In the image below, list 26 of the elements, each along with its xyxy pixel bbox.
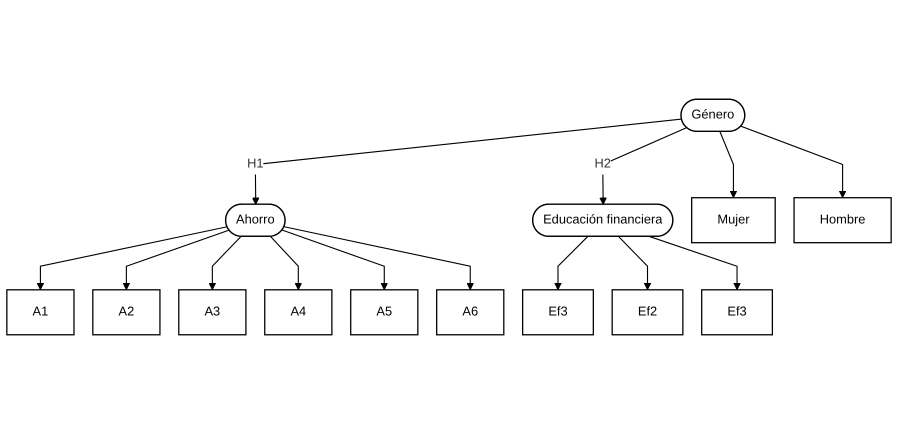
arrow (284, 226, 474, 290)
arrow (618, 236, 652, 290)
arrow (740, 126, 846, 198)
node-box: Ef3 (701, 289, 774, 336)
arrow (122, 230, 230, 290)
arrow (270, 236, 302, 290)
arrow (282, 230, 388, 290)
arrow (554, 236, 588, 290)
arrow (208, 236, 242, 290)
node-box: A5 (350, 289, 418, 336)
arrow (719, 132, 738, 198)
node-box: Hombre (793, 197, 892, 244)
edge-label: H2 (594, 156, 611, 172)
node-box: Ef2 (612, 289, 684, 336)
arrow (36, 226, 228, 290)
node-box: A1 (6, 289, 75, 336)
node-box: Mujer (691, 197, 776, 244)
node-box: A6 (436, 289, 504, 336)
edge-label: H1 (247, 156, 264, 172)
arrow (252, 118, 682, 205)
node-box: A4 (264, 289, 333, 336)
node-box: Ef3 (522, 289, 594, 336)
arrow (599, 127, 687, 205)
node-box: A2 (92, 289, 161, 336)
arrow (650, 236, 741, 290)
node-box: A3 (178, 289, 247, 336)
